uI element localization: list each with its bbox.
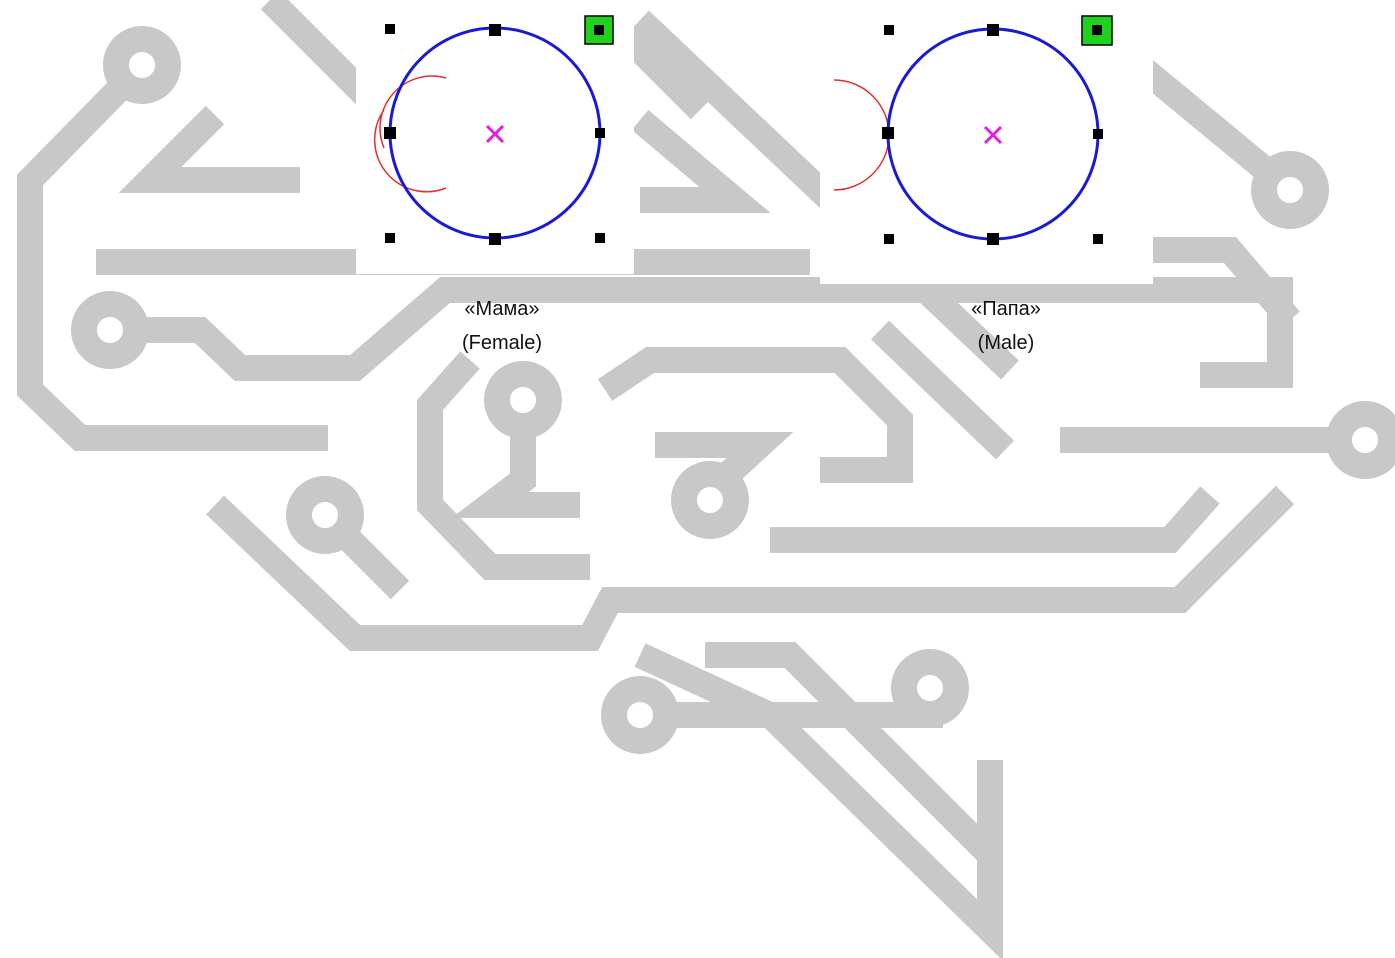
connector-name-label: «Папа» — [971, 298, 1041, 320]
male-connector-symbol[interactable] — [820, 0, 1153, 284]
connector-gender-label: (Male) — [977, 332, 1035, 354]
connector-gender-label: (Female) — [461, 332, 542, 354]
female-connector-panel — [356, 0, 634, 274]
center-mark — [983, 125, 1003, 145]
center-mark — [485, 124, 505, 144]
mating-arc — [833, 79, 890, 191]
resize-handles[interactable] — [882, 24, 1103, 245]
active-handle[interactable] — [584, 15, 614, 45]
resize-handles[interactable] — [384, 24, 605, 245]
female-connector-caption: «Мама» (Female) — [402, 292, 602, 360]
active-handle[interactable] — [1081, 15, 1113, 46]
mating-arc — [373, 75, 447, 193]
female-connector-symbol[interactable] — [356, 0, 634, 274]
male-connector-caption: «Папа» (Male) — [906, 292, 1106, 360]
connector-name-label: «Мама» — [464, 298, 540, 320]
male-connector-panel — [820, 0, 1153, 284]
